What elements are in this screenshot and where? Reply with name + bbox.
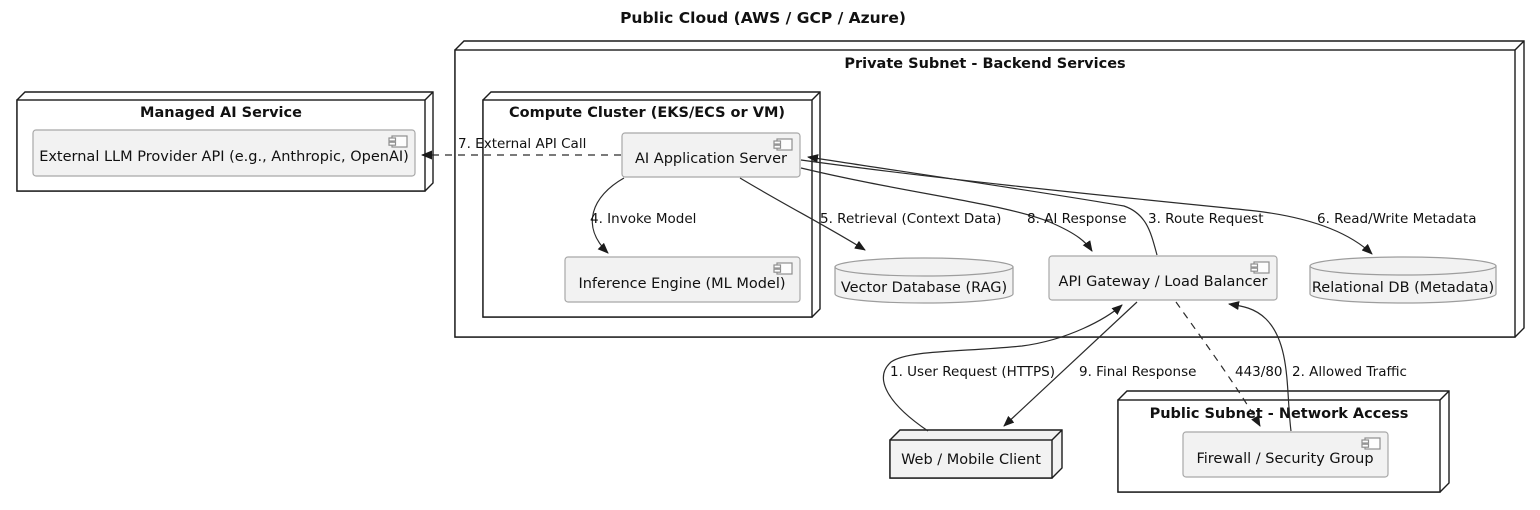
edge-ai-response xyxy=(800,167,1093,252)
node-managed-ai-title: Managed AI Service xyxy=(140,105,302,121)
edge-allowed-traffic xyxy=(1228,301,1292,432)
component-llm-api-label: External LLM Provider API (e.g., Anthrop… xyxy=(39,149,409,165)
edges xyxy=(421,150,1373,432)
edge-retrieval xyxy=(739,177,866,251)
node-corner-line xyxy=(1514,40,1525,51)
component-icon xyxy=(1250,261,1270,274)
edge-port-443-80 xyxy=(1175,301,1261,427)
edge-user-request xyxy=(882,304,1123,432)
cylinder-body xyxy=(1309,265,1497,304)
edge-invoke-model xyxy=(591,177,625,254)
component-box xyxy=(32,129,416,177)
database-relational-db-label: Relational DB (Metadata) xyxy=(1312,280,1494,296)
edge-label-invoke-model: 4. Invoke Model xyxy=(590,211,696,227)
component-inference-engine-label: Inference Engine (ML Model) xyxy=(578,276,785,292)
edge-label-final-response: 9. Final Response xyxy=(1079,364,1196,380)
component-app-server: AI Application Server xyxy=(621,132,801,178)
edge-label-ai-response: 8. AI Response xyxy=(1027,211,1127,227)
node-web-client: Web / Mobile Client xyxy=(889,429,1063,479)
component-icon xyxy=(773,138,793,151)
component-firewall-label: Firewall / Security Group xyxy=(1196,451,1373,467)
edge-labels: 7. External API Call 4. Invoke Model 5. … xyxy=(458,136,1477,380)
edge-route-request xyxy=(807,154,1158,256)
edge-read-write-metadata xyxy=(800,159,1373,255)
component-box xyxy=(1048,255,1278,301)
edge-label-retrieval: 5. Retrieval (Context Data) xyxy=(820,211,1001,227)
edge-final-response xyxy=(1003,301,1138,427)
component-inference-engine: Inference Engine (ML Model) xyxy=(564,256,801,303)
component-llm-api: External LLM Provider API (e.g., Anthrop… xyxy=(32,129,416,177)
node-corner-line xyxy=(811,91,821,101)
component-app-server-label: AI Application Server xyxy=(635,151,787,167)
edge-label-external-api-call: 7. External API Call xyxy=(458,136,586,152)
database-vector-db-label: Vector Database (RAG) xyxy=(841,280,1007,296)
component-box xyxy=(621,132,801,178)
edge-label-allowed-traffic: 2. Allowed Traffic xyxy=(1292,364,1407,380)
edge-label-port: 443/80 xyxy=(1235,364,1283,380)
component-icon xyxy=(773,262,793,275)
component-icon xyxy=(388,135,408,148)
node-public-subnet-title: Public Subnet - Network Access xyxy=(1150,406,1409,422)
diagram-title: Public Cloud (AWS / GCP / Azure) xyxy=(620,9,906,27)
component-icon xyxy=(1361,437,1381,450)
component-api-gateway: API Gateway / Load Balancer xyxy=(1048,255,1278,301)
cylinder-top xyxy=(834,257,1014,277)
edge-label-route-request: 3. Route Request xyxy=(1148,211,1264,227)
node-corner-line xyxy=(1051,429,1063,441)
database-vector-db: Vector Database (RAG) xyxy=(834,257,1014,304)
component-api-gateway-label: API Gateway / Load Balancer xyxy=(1059,274,1268,290)
component-firewall: Firewall / Security Group xyxy=(1182,431,1389,478)
component-box xyxy=(1182,431,1389,478)
database-relational-db: Relational DB (Metadata) xyxy=(1309,256,1497,304)
component-box xyxy=(564,256,801,303)
node-compute-cluster-title: Compute Cluster (EKS/ECS or VM) xyxy=(509,105,785,121)
node-corner-line xyxy=(424,91,434,101)
cylinder-top xyxy=(1309,256,1497,276)
edge-label-user-request: 1. User Request (HTTPS) xyxy=(890,364,1055,380)
node-corner-line xyxy=(1439,390,1450,401)
cylinder-body xyxy=(834,266,1014,304)
edge-label-read-write-metadata: 6. Read/Write Metadata xyxy=(1317,211,1477,227)
node-front-face xyxy=(889,439,1053,479)
node-private-subnet-title: Private Subnet - Backend Services xyxy=(844,56,1125,72)
node-web-client-label: Web / Mobile Client xyxy=(901,452,1041,468)
